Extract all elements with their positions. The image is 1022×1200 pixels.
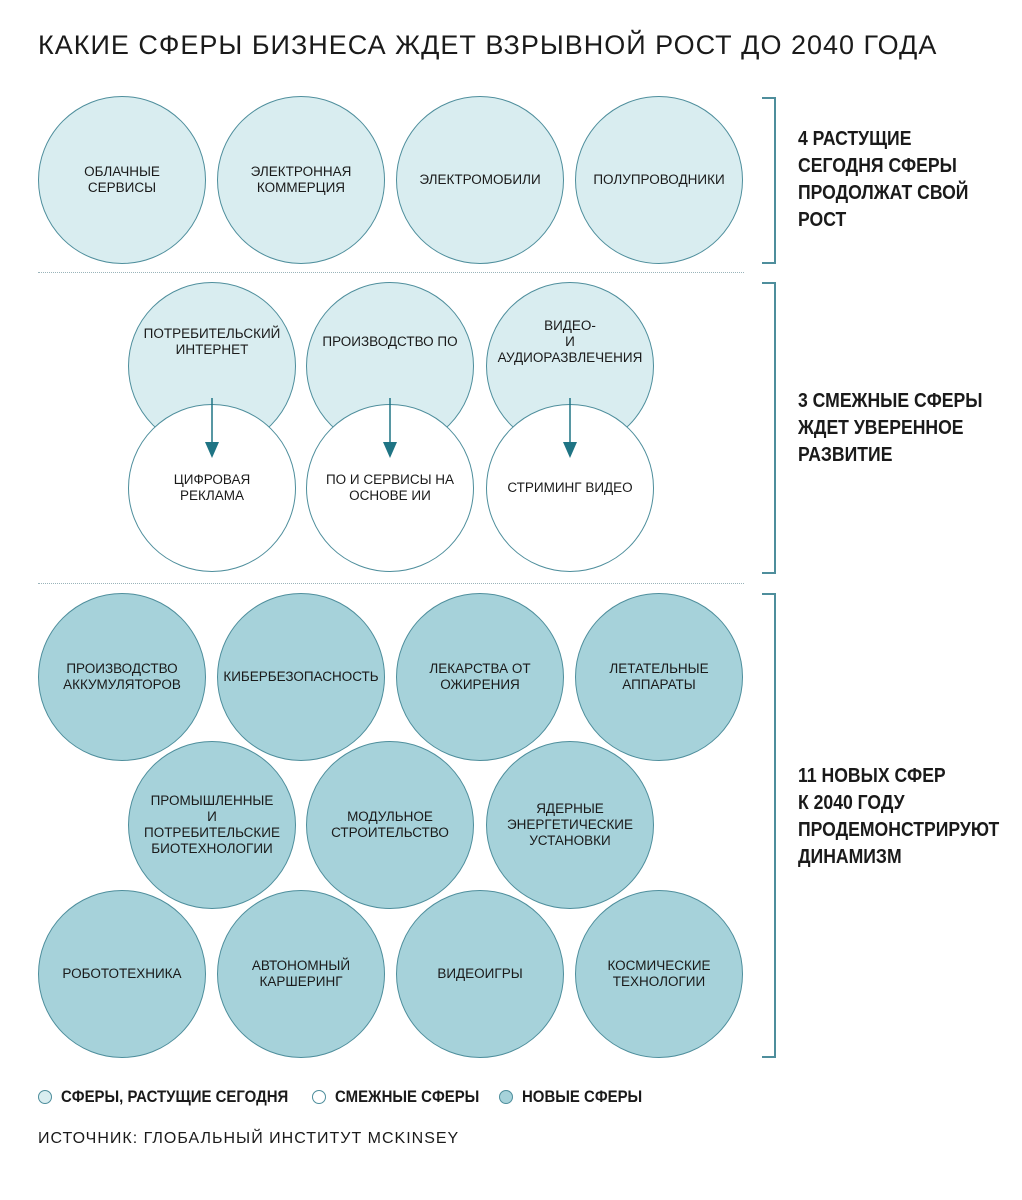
source-note: ИСТОЧНИК: ГЛОБАЛЬНЫЙ ИНСТИТУТ MCKINSEY	[38, 1130, 460, 1147]
legend-label: НОВЫЕ СФЕРЫ	[522, 1087, 643, 1106]
sphere-label: СТРИМИНГ ВИДЕО	[507, 480, 633, 495]
sphere-label: ЛЕКАРСТВА ОТ ОЖИРЕНИЯ	[429, 661, 531, 692]
section-divider	[38, 272, 744, 273]
bracket-new	[762, 593, 776, 1058]
sphere-circle-semiconductors: ПОЛУПРОВОДНИКИ	[575, 96, 743, 264]
group-label-growing: 4 РАСТУЩИЕ СЕГОДНЯ СФЕРЫ ПРОДОЛЖАТ СВОЙ …	[798, 128, 969, 231]
legend-item-growing: СФЕРЫ, РАСТУЩИЕ СЕГОДНЯ	[38, 1086, 319, 1108]
legend-swatch-adjacent	[312, 1090, 326, 1104]
sphere-label: ПО И СЕРВИСЫ НА ОСНОВЕ ИИ	[325, 472, 455, 503]
group-label-adjacent: 3 СМЕЖНЫЕ СФЕРЫ ЖДЕТ УВЕРЕННОЕ РАЗВИТИЕ	[798, 390, 983, 466]
legend-swatch-growing	[38, 1090, 52, 1104]
legend-label: СМЕЖНЫЕ СФЕРЫ	[335, 1087, 480, 1106]
sphere-label: РОБОТОТЕХНИКА	[62, 966, 182, 981]
sphere-label: ПРОМЫШЛЕННЫЕ И ПОТРЕБИТЕЛЬСКИЕ БИОТЕХНОЛ…	[143, 793, 280, 856]
sphere-circle-video-audio-entertainment: ВИДЕО- И АУДИОРАЗВЛЕЧЕНИЯ	[486, 282, 654, 450]
sphere-circle-electric-vehicles: ЭЛЕКТРОМОБИЛИ	[396, 96, 564, 264]
sphere-circle-nuclear-power: ЯДЕРНЫЕ ЭНЕРГЕТИЧЕСКИЕ УСТАНОВКИ	[486, 741, 654, 909]
sphere-circle-biotechnology: ПРОМЫШЛЕННЫЕ И ПОТРЕБИТЕЛЬСКИЕ БИОТЕХНОЛ…	[128, 741, 296, 909]
bracket-adjacent	[762, 282, 776, 574]
sphere-circle-modular-construction: МОДУЛЬНОЕ СТРОИТЕЛЬСТВО	[306, 741, 474, 909]
down-arrow-icon	[563, 398, 577, 458]
sphere-label: ЭЛЕКТРОННАЯ КОММЕРЦИЯ	[250, 164, 352, 195]
sphere-label: ПОТРЕБИТЕЛЬСКИЙ ИНТЕРНЕТ	[143, 326, 281, 357]
sphere-label: КОСМИЧЕСКИЕ ТЕХНОЛОГИИ	[607, 958, 711, 989]
sphere-label: ПРОИЗВОДСТВО АККУМУЛЯТОРОВ	[63, 661, 181, 692]
sphere-circle-cybersecurity: КИБЕРБЕЗОПАСНОСТЬ	[217, 593, 385, 761]
sphere-circle-cloud-services: ОБЛАЧНЫЕ СЕРВИСЫ	[38, 96, 206, 264]
sphere-circle-video-games: ВИДЕОИГРЫ	[396, 890, 564, 1058]
sphere-label: КИБЕРБЕЗОПАСНОСТЬ	[223, 669, 379, 684]
legend-label: СФЕРЫ, РАСТУЩИЕ СЕГОДНЯ	[61, 1087, 289, 1106]
sphere-circle-ecommerce: ЭЛЕКТРОННАЯ КОММЕРЦИЯ	[217, 96, 385, 264]
sphere-label: МОДУЛЬНОЕ СТРОИТЕЛЬСТВО	[331, 809, 449, 840]
section-divider	[38, 583, 744, 584]
down-arrow-icon	[205, 398, 219, 458]
sphere-label: ЦИФРОВАЯ РЕКЛАМА	[173, 472, 251, 503]
sphere-circle-obesity-drugs: ЛЕКАРСТВА ОТ ОЖИРЕНИЯ	[396, 593, 564, 761]
sphere-circle-software-production: ПРОИЗВОДСТВО ПО	[306, 282, 474, 450]
bracket-growing	[762, 97, 776, 264]
sphere-label: ВИДЕОИГРЫ	[437, 966, 523, 981]
sphere-circle-space-technology: КОСМИЧЕСКИЕ ТЕХНОЛОГИИ	[575, 890, 743, 1058]
sphere-label: ЯДЕРНЫЕ ЭНЕРГЕТИЧЕСКИЕ УСТАНОВКИ	[506, 801, 634, 848]
sphere-label: ЛЕТАТЕЛЬНЫЕ АППАРАТЫ	[609, 661, 709, 692]
legend-swatch-new	[499, 1090, 513, 1104]
sphere-label: ОБЛАЧНЫЕ СЕРВИСЫ	[84, 164, 160, 195]
legend-item-new: НОВЫЕ СФЕРЫ	[499, 1086, 659, 1108]
down-arrow-icon	[383, 398, 397, 458]
group-label-new: 11 НОВЫХ СФЕР К 2040 ГОДУ ПРОДЕМОНСТРИРУ…	[798, 765, 1000, 868]
sphere-label: ВИДЕО- И АУДИОРАЗВЛЕЧЕНИЯ	[497, 318, 643, 365]
sphere-circle-aircraft: ЛЕТАТЕЛЬНЫЕ АППАРАТЫ	[575, 593, 743, 761]
sphere-label: ЭЛЕКТРОМОБИЛИ	[419, 172, 541, 187]
sphere-label: ПРОИЗВОДСТВО ПО	[322, 334, 458, 349]
sphere-circle-battery-production: ПРОИЗВОДСТВО АККУМУЛЯТОРОВ	[38, 593, 206, 761]
sphere-circle-robotics: РОБОТОТЕХНИКА	[38, 890, 206, 1058]
page-title: КАКИЕ СФЕРЫ БИЗНЕСА ЖДЕТ ВЗРЫВНОЙ РОСТ Д…	[38, 30, 938, 60]
sphere-label: АВТОНОМНЫЙ КАРШЕРИНГ	[251, 958, 351, 989]
legend-item-adjacent: СМЕЖНЫЕ СФЕРЫ	[312, 1086, 499, 1108]
sphere-circle-autonomous-carsharing: АВТОНОМНЫЙ КАРШЕРИНГ	[217, 890, 385, 1058]
sphere-label: ПОЛУПРОВОДНИКИ	[593, 172, 725, 187]
